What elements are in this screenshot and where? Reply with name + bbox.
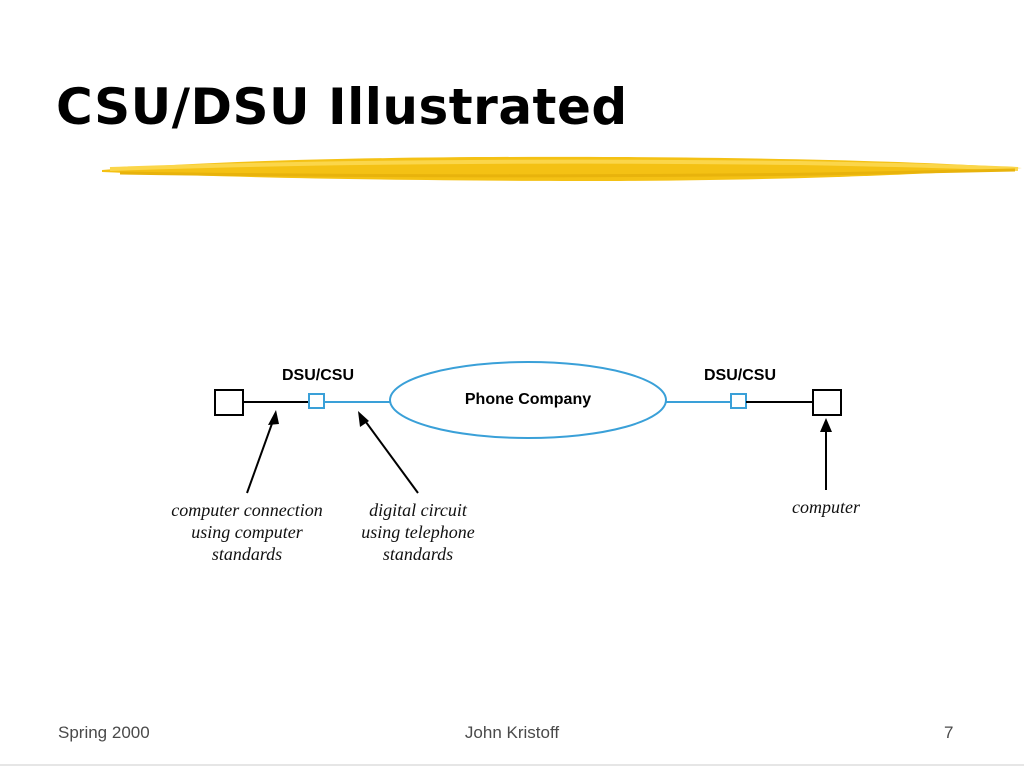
annotation-digital-circuit-line2: using telephone bbox=[361, 522, 474, 542]
annotation-digital-circuit-line1: digital circuit bbox=[369, 500, 468, 520]
phone-company-ellipse bbox=[389, 361, 667, 439]
right-dsu-csu-box bbox=[730, 393, 747, 409]
arrow-computer-connection bbox=[246, 417, 275, 494]
annotation-computer-connection-line1: computer connection bbox=[171, 500, 322, 520]
title-underline-brushstroke bbox=[102, 156, 1022, 181]
annotation-computer-connection-line2: using computer bbox=[191, 522, 303, 542]
left-dsu-csu-box bbox=[308, 393, 325, 409]
left-dsu-csu-label: DSU/CSU bbox=[282, 367, 354, 384]
right-computer-box bbox=[812, 389, 842, 416]
annotation-digital-circuit-line3: standards bbox=[383, 544, 453, 564]
annotation-computer: computer bbox=[792, 497, 861, 517]
arrowhead-digital-circuit bbox=[358, 411, 369, 427]
arrow-digital-circuit bbox=[362, 417, 419, 494]
arrowhead-computer bbox=[820, 418, 832, 432]
footer-page-number: 7 bbox=[944, 723, 954, 742]
annotation-computer-connection-line3: standards bbox=[212, 544, 282, 564]
phone-company-label: Phone Company bbox=[465, 391, 591, 408]
footer-author: John Kristoff bbox=[464, 723, 560, 742]
bottom-rule bbox=[0, 764, 1024, 766]
footer-date: Spring 2000 bbox=[58, 723, 150, 742]
arrowhead-computer-connection bbox=[268, 410, 279, 425]
slide-title: CSU/DSU Illustrated bbox=[56, 78, 628, 136]
left-computer-box bbox=[214, 389, 244, 416]
right-dsu-csu-label: DSU/CSU bbox=[704, 367, 776, 384]
